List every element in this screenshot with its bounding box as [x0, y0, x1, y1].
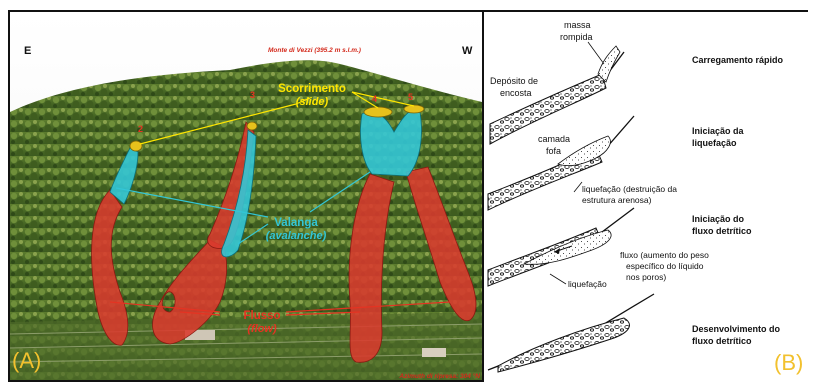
stage-title: liquefação [692, 138, 737, 148]
panel-letter-b: (B) [774, 350, 803, 376]
annotation-especifico: específico do líquido [626, 261, 704, 271]
annotation-fluxo: fluxo (aumento do peso [620, 250, 709, 260]
stage-title: Carregamento rápido [692, 55, 784, 65]
panel-b-schematic: massa rompida Depósito de encosta camada… [484, 10, 808, 382]
stage-title: Desenvolvimento do [692, 324, 781, 334]
annotation-camada: camada [538, 134, 570, 144]
annotation-poros: nos poros) [626, 272, 666, 282]
leader-line [588, 42, 604, 64]
hillside-photo: E W Monte di Vezzi (395.2 m s.l.m.) Scor… [10, 12, 482, 380]
debris-flow-schematic: massa rompida Depósito de encosta camada… [484, 12, 808, 382]
stage-title: fluxo detrítico [692, 336, 752, 346]
annotation-liquefacao-bottom: liquefação [568, 279, 607, 289]
annotation-massa: massa [564, 20, 591, 30]
panel-letter-a: (A) [12, 348, 41, 374]
azimuth-caption: Azimuth di ripresa: 304 °N [398, 372, 480, 380]
annotation-deposito: Depósito de [490, 76, 538, 86]
avalanche-sublabel: (avalanche) [266, 230, 327, 242]
scar-number: 3 [250, 90, 255, 100]
annotation-encosta: encosta [500, 88, 532, 98]
stage-title: Iniciação da [692, 126, 745, 136]
mountain-title: Monte di Vezzi (395.2 m s.l.m.) [268, 47, 361, 54]
leader-line [550, 274, 566, 284]
stage-title: Iniciação do [692, 214, 745, 224]
house [422, 348, 446, 357]
stage-3-sketch [488, 208, 634, 286]
flow-label: Flusso [243, 310, 280, 322]
stage-title: fluxo detrítico [692, 226, 752, 236]
stage-4-sketch [488, 294, 654, 372]
scar-number: 2 [138, 124, 143, 134]
slide-zone [247, 122, 257, 130]
slide-zone [364, 107, 392, 117]
annotation-fofa: fofa [546, 146, 561, 156]
avalanche-label: Valanga [274, 217, 318, 229]
flow-sublabel: (flow) [247, 323, 277, 335]
leader-line [574, 182, 582, 192]
annotation-estrutura: estrutura arenosa) [582, 195, 652, 205]
corner-label-w: W [462, 45, 473, 57]
annotation-liquefacao: liquefação (destruição da [582, 184, 677, 194]
annotation-rompida: rompida [560, 32, 593, 42]
panel-a-photo: E W Monte di Vezzi (395.2 m s.l.m.) Scor… [8, 10, 484, 382]
slide-zone [404, 105, 424, 113]
scar-number: 4 [372, 94, 377, 104]
slide-zone [130, 141, 142, 151]
slide-sublabel: (slide) [296, 96, 329, 108]
scar-number: 5 [408, 92, 413, 102]
slide-label: Scorrimento [278, 83, 346, 95]
corner-label-e: E [24, 45, 31, 57]
